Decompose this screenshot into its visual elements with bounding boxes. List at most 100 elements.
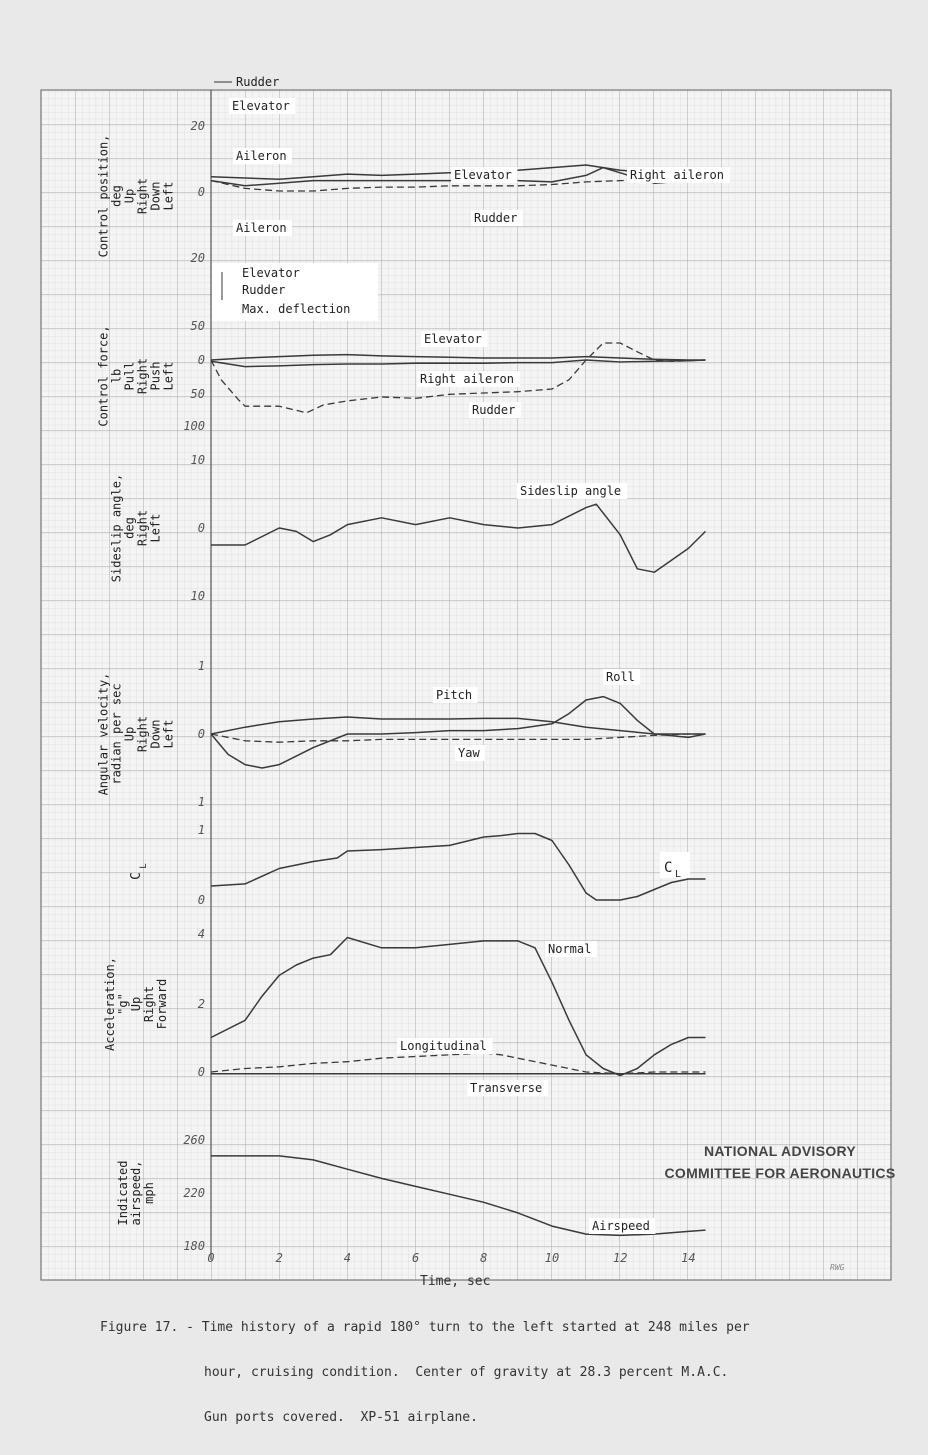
y-tick-airspeed-0: 260	[183, 1133, 205, 1147]
label-pitch-box	[433, 687, 478, 703]
label-cf-rudder: Rudder	[472, 403, 515, 417]
y-tick-control_position-2: 20	[191, 251, 205, 265]
y-tick-acceleration-0: 4	[198, 927, 205, 941]
y-label-sideslip-3: Left	[149, 514, 163, 543]
naca-stamp: NATIONAL ADVISORY COMMITTEE FOR AERONAUT…	[660, 1140, 900, 1184]
x-tick-0: 0	[207, 1251, 214, 1265]
label-cp-elevator: Elevator	[454, 168, 512, 182]
x-tick-2: 4	[344, 1251, 351, 1265]
label-sideslip: Sideslip angle	[520, 484, 621, 498]
y-tick-airspeed-2: 180	[183, 1239, 205, 1253]
y-label-angular_velocity-0: Angular velocity,	[97, 673, 111, 796]
series-lift_coefficient-0	[210, 832, 706, 901]
label-cp-rudder: Rudder	[474, 211, 517, 225]
y-tick-lift_coefficient-1: 0	[198, 893, 205, 907]
y-tick-control_position-0: 20	[191, 119, 205, 133]
time-axis-title: Time, sec	[420, 1274, 491, 1289]
label-cf-rudder-box	[469, 402, 521, 418]
caption-line-1: Figure 17. - Time history of a rapid 180…	[100, 1320, 750, 1335]
y-label-acceleration-4: Forward	[155, 979, 169, 1030]
legend-cf-rudder: Rudder	[242, 283, 285, 297]
y-label-angular_velocity-1: radian per sec	[110, 683, 124, 784]
y-label-control_force-5: Left	[162, 362, 176, 391]
figure-caption: Figure 17. - Time history of a rapid 180…	[100, 1290, 860, 1455]
label-cp-elevator-box	[451, 167, 518, 183]
series-sideslip-0	[211, 503, 707, 573]
y-tick-airspeed-1: 220	[183, 1186, 205, 1200]
y-label-sideslip-2: Right	[136, 510, 150, 546]
label-cf-right-aileron: Right aileron	[420, 372, 514, 386]
y-label-sideslip-1: deg	[123, 517, 137, 539]
series-angular_velocity-0	[210, 716, 706, 735]
x-tick-5: 10	[545, 1251, 559, 1265]
label-cp-right-aileron: Right aileron	[630, 168, 724, 182]
label-cf-elevator: Elevator	[424, 332, 482, 346]
y-tick-angular_velocity-0: 1	[198, 659, 205, 673]
series-control_position-2	[210, 177, 706, 192]
series-control_force-2	[210, 342, 706, 414]
legend-cp-aileron-down-box	[233, 220, 293, 236]
label-yaw: Yaw	[458, 746, 480, 760]
label-cl-main: C	[664, 860, 672, 876]
label-normal-box	[545, 941, 597, 957]
x-tick-7: 14	[681, 1251, 695, 1265]
y-tick-angular_velocity-1: 0	[198, 727, 205, 741]
y-label-lift_coefficient-main: C	[129, 872, 144, 880]
y-tick-angular_velocity-2: 1	[198, 795, 205, 809]
legend-cf-elevator: Elevator	[242, 266, 300, 280]
naca-line-1: NATIONAL ADVISORY	[703, 1143, 857, 1159]
y-label-control_force-0: Control force,	[97, 325, 111, 426]
series-acceleration-0	[210, 936, 706, 1077]
legend-cp-aileron-up-box	[233, 148, 293, 164]
y-label-acceleration-3: Right	[142, 986, 156, 1022]
y-tick-acceleration-2: 0	[198, 1065, 205, 1079]
naca-line-2: COMMITTEE FOR AERONAUTICS	[664, 1165, 896, 1181]
caption-line-3: Gun ports covered. XP-51 airplane.	[204, 1410, 478, 1425]
y-tick-control_force-1: 0	[198, 353, 205, 367]
y-label-angular_velocity-2: Up	[123, 727, 137, 741]
y-label-control_position-2: Up	[123, 189, 137, 203]
label-roll-box	[603, 669, 641, 685]
y-tick-sideslip-2: 10	[191, 589, 205, 603]
legend-cp-aileron-up: Aileron	[236, 149, 287, 163]
y-label-control_position-5: Left	[162, 182, 176, 211]
x-tick-4: 8	[480, 1251, 487, 1265]
series-control_force-0	[210, 353, 706, 361]
series-control_force-1	[210, 359, 706, 368]
series-angular_velocity-2	[210, 733, 706, 743]
y-label-sideslip-0: Sideslip angle,	[110, 474, 124, 582]
y-label-acceleration-0: Acceleration,	[103, 957, 117, 1051]
x-tick-6: 12	[613, 1251, 627, 1265]
label-cp-right-aileron-box	[627, 167, 730, 183]
caption-line-2: hour, cruising condition. Center of grav…	[204, 1365, 729, 1380]
y-label-angular_velocity-5: Left	[162, 720, 176, 749]
legend-cp-aileron-down: Aileron	[236, 221, 287, 235]
y-label-airspeed-2: mph	[142, 1182, 156, 1204]
y-label-control_position-0: Control position,	[97, 135, 111, 258]
y-label-angular_velocity-4: Down	[149, 720, 163, 749]
label-cl-box	[660, 852, 690, 878]
y-label-control_position-3: Right	[136, 178, 150, 214]
y-tick-acceleration-1: 2	[198, 997, 205, 1011]
label-transverse-box	[467, 1080, 548, 1096]
label-cf-elevator-box	[421, 331, 488, 347]
legend-cf-max-deflection: Max. deflection	[242, 302, 350, 316]
label-sideslip-box	[517, 483, 628, 499]
y-tick-control_force-2: 50	[191, 387, 205, 401]
legend-cf-box	[212, 263, 378, 321]
y-label-control_position-4: Down	[149, 182, 163, 211]
legend-cp-elevator: Elevator	[232, 99, 290, 113]
y-tick-lift_coefficient-0: 1	[198, 823, 205, 837]
label-longitudinal: Longitudinal	[400, 1039, 487, 1053]
y-label-control_force-2: Pull	[123, 362, 137, 391]
label-cl-sub: L	[675, 869, 681, 880]
x-tick-3: 6	[412, 1251, 419, 1265]
label-normal: Normal	[548, 942, 591, 956]
legend-cp-elevator-box	[229, 98, 296, 114]
